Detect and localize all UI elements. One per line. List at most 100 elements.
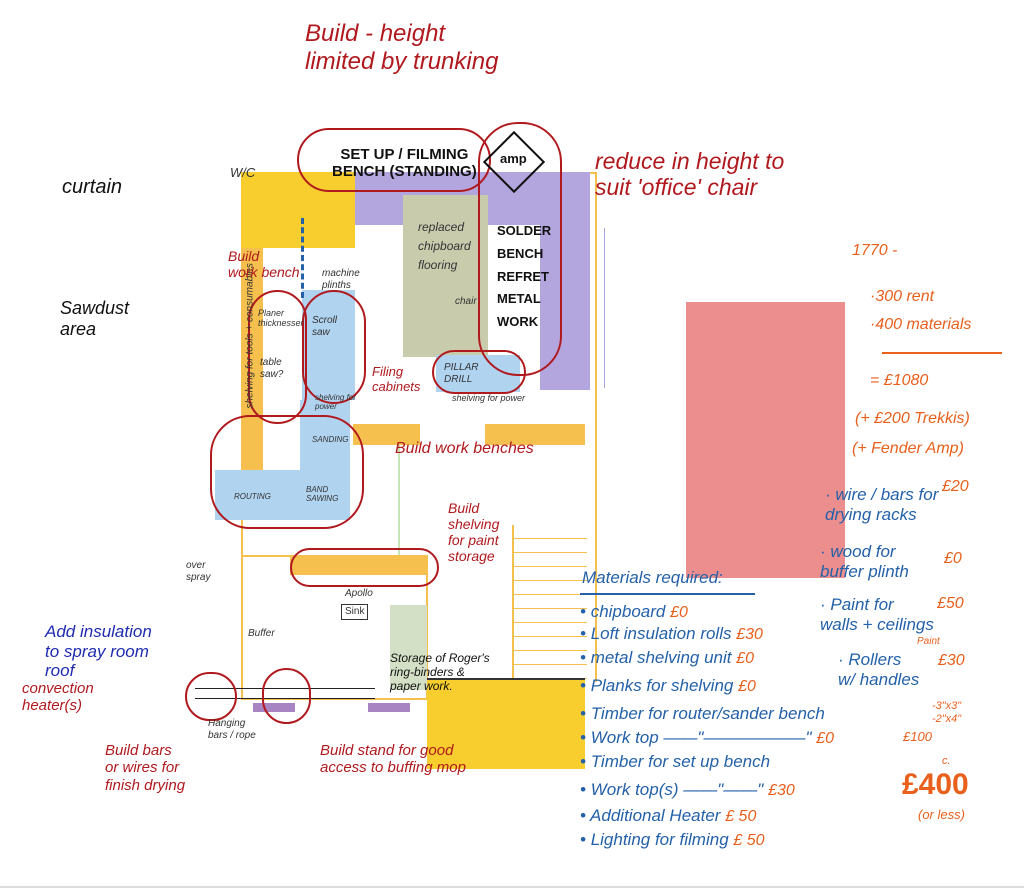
heater-cloud-1 <box>185 672 237 721</box>
budget-underline <box>882 352 1002 354</box>
materials-heading: Materials required: <box>582 568 723 587</box>
shelving-power-label-1: shelving for power <box>315 393 356 412</box>
material-item: • Lighting for filming £ 50 <box>580 830 765 849</box>
storage-roger-label: Storage of Roger's ring-binders & paper … <box>390 651 490 693</box>
reduce-height-note: reduce in height to suit 'office' chair <box>595 148 785 201</box>
material-label: Lighting for filming <box>590 830 729 849</box>
scroll-saw-cloud <box>302 290 366 404</box>
budget-materials: ·400 materials <box>870 316 972 333</box>
routing-cloud <box>210 415 364 529</box>
spray-room <box>241 555 428 700</box>
material-right-item: · wood for buffer plinth <box>820 542 909 581</box>
material-cost: £30 <box>736 626 763 643</box>
material-cost: £ 50 <box>733 832 765 849</box>
sawdust-area-label: Sawdust area <box>60 298 130 339</box>
storage-block <box>427 678 585 769</box>
build-bars-note: Build bars or wires for finish drying <box>105 742 186 794</box>
budget-equals: = £1080 <box>870 372 929 389</box>
shelving-vertical-label: shelving for tools + consumables <box>244 263 256 409</box>
material-item: • Work top ——"——————" £0 <box>580 728 835 747</box>
material-label: · Paint for walls + ceilings <box>820 595 934 634</box>
purple-bar-right <box>368 703 410 712</box>
buffer-label: Buffer <box>248 628 275 639</box>
material-label: Work top(s) ——"——" <box>590 780 764 799</box>
material-label: Timber for set up bench <box>590 752 771 771</box>
solder-bench-label: SOLDER BENCH REFRET METAL WORK <box>497 223 552 329</box>
setup-bench-label: SET UP / FILMING BENCH (STANDING) <box>332 146 477 181</box>
hanging-bars-label: Hanging bars / rope <box>208 718 256 741</box>
material-cost: £0 <box>944 550 962 567</box>
material-cost: £ 50 <box>725 808 757 825</box>
material-item: • Planks for shelving £0 <box>580 676 756 695</box>
grand-total-note: (or less) <box>918 807 965 822</box>
shelving-power-label-2: shelving for power <box>452 393 526 403</box>
partition-wall <box>398 445 400 557</box>
build-work-benches-note: Build work benches <box>395 440 534 457</box>
over-spray-label: over spray <box>186 560 211 583</box>
add-insulation-note: Add insulation to spray room roof <box>45 622 152 681</box>
filing-cabinets-note: Filing cabinets <box>372 364 421 394</box>
material-label: chipboard <box>590 602 666 621</box>
material-label: · Rollers w/ handles <box>838 650 920 689</box>
heater-cloud-2 <box>262 668 311 724</box>
material-cost: £0 <box>736 650 755 667</box>
timber-sizes: -3"x3" -2"x4" <box>932 700 962 725</box>
pink-block <box>686 302 845 578</box>
material-right-item: · wire / bars for drying racks <box>825 485 938 524</box>
material-cost: £20 <box>942 478 969 495</box>
materials-underline <box>580 593 755 595</box>
material-item: • Timber for router/sander bench <box>580 704 825 723</box>
material-item: • Work top(s) ——"——" £30 <box>580 780 795 799</box>
material-label: Timber for router/sander bench <box>590 704 825 723</box>
material-item: • Timber for set up bench <box>580 752 771 771</box>
wc-label: W/C <box>230 165 256 180</box>
chair-label: chair <box>455 296 477 307</box>
machine-plinths-label: machine plinths <box>322 268 360 291</box>
material-item: • Additional Heater £ 50 <box>580 806 757 825</box>
replaced-flooring-label: replaced chipboard flooring <box>418 220 471 273</box>
routing-label: ROUTING <box>234 492 271 501</box>
build-shelving-note: Build shelving for paint storage <box>448 500 500 565</box>
storage-shelf <box>390 605 427 690</box>
scroll-saw-label: Scroll saw <box>312 315 338 338</box>
material-item: • metal shelving unit £0 <box>580 648 755 667</box>
table-saw-label: table saw? <box>260 357 284 380</box>
amp-label: amp <box>500 151 527 166</box>
sink-label: Sink <box>341 604 369 620</box>
curtain-line <box>301 218 304 298</box>
material-item: • chipboard £0 <box>580 602 688 621</box>
budget-trekkis: (+ £200 Trekkis) <box>855 410 970 427</box>
planer-label: Planer thicknesser <box>258 308 304 329</box>
grand-total-prefix: c. <box>942 755 951 767</box>
material-right-item: · Rollers w/ handles <box>838 650 919 689</box>
pillar-drill-cloud <box>432 350 526 394</box>
material-label: metal shelving unit <box>590 648 732 667</box>
material-item: • Loft insulation rolls £30 <box>580 624 763 643</box>
material-cost: £30 <box>768 782 795 799</box>
build-stand-note: Build stand for good access to buffing m… <box>320 742 466 777</box>
bench-bar-left <box>353 424 420 445</box>
sanding-label: SANDING <box>312 435 349 444</box>
curtain-label: curtain <box>62 176 123 198</box>
material-cost: £0 <box>670 604 688 621</box>
budget-fender: (+ Fender Amp) <box>852 440 964 457</box>
pillar-drill-label: PILLAR DRILL <box>444 362 479 385</box>
material-note: Paint <box>917 636 940 647</box>
bench-bar-right <box>485 424 585 445</box>
material-label: Loft insulation rolls <box>590 624 732 643</box>
material-label: Planks for shelving <box>590 676 734 695</box>
divider-line <box>604 228 605 388</box>
grand-total: £400 <box>902 768 969 801</box>
page-bottom-rule <box>0 886 1024 888</box>
chipboard-floor <box>403 195 488 357</box>
budget-rent: ·300 rent <box>870 288 935 305</box>
build-work-bench-note: Build work bench <box>228 248 300 281</box>
material-cost: £0 <box>738 678 756 695</box>
material-right-item: · Paint for walls + ceilings <box>820 595 934 634</box>
timber-cost: £100 <box>903 729 932 744</box>
material-label: · wood for buffer plinth <box>820 542 909 581</box>
build-height-note: Build - height limited by trunking <box>305 20 499 75</box>
material-cost: £50 <box>937 595 964 612</box>
material-label: Work top ——"——————" <box>590 728 812 747</box>
material-label: · wire / bars for drying racks <box>825 485 939 524</box>
